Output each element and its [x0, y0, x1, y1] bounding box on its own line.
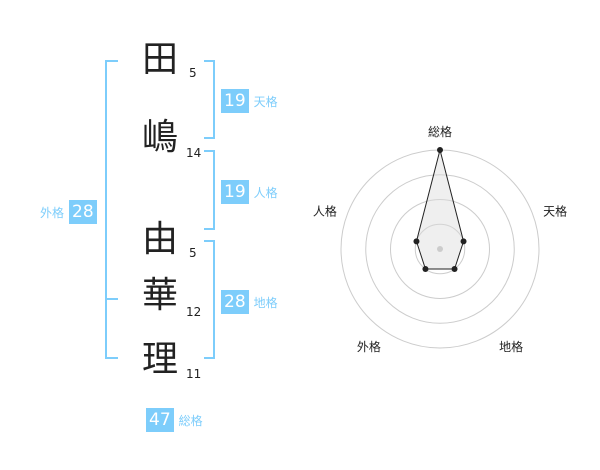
tenkaku-value: 19 [221, 89, 249, 113]
stroke-count-4: 12 [186, 305, 202, 319]
jinkaku-bracket [204, 150, 215, 230]
radar-point-1 [437, 147, 443, 153]
radar-axis-label-2: 天格 [543, 204, 567, 219]
gaikaku-badge: 外格 28 [40, 200, 97, 224]
jinkaku-label: 人格 [253, 185, 278, 200]
name-char-2: 嶋 [141, 117, 178, 158]
radar-ring-2 [390, 199, 490, 299]
stroke-count-2: 14 [186, 146, 202, 160]
radar-point-5 [413, 238, 420, 245]
stroke-count-1: 5 [189, 66, 197, 80]
tenkaku-bracket [204, 60, 215, 139]
stroke-count-3: 5 [189, 246, 197, 260]
soukaku-badge: 47 総格 [146, 408, 203, 432]
radar-point-4 [422, 266, 429, 273]
radar-polygon [415, 149, 465, 270]
radar-point-3 [451, 266, 458, 273]
chikaku-bracket [204, 240, 215, 359]
name-char-3: 由 [141, 219, 178, 260]
chikaku-value: 28 [221, 290, 249, 314]
name-char-1: 田 [141, 39, 178, 80]
soukaku-label: 総格 [178, 413, 203, 428]
radar-center-dot [437, 246, 443, 252]
name-char-5: 理 [141, 339, 178, 380]
name-char-4: 華 [141, 275, 178, 316]
radar-axis-label-4: 外格 [357, 339, 381, 354]
tenkaku-badge: 19 天格 [221, 89, 278, 113]
soukaku-value: 47 [146, 408, 174, 432]
stroke-count-5: 11 [186, 367, 202, 381]
radar-ring-3 [365, 174, 515, 324]
jinkaku-badge: 19 人格 [221, 180, 278, 204]
jinkaku-value: 19 [221, 180, 249, 204]
radar-ring-1 [414, 223, 466, 275]
radar-axis-label-1: 総格 [428, 124, 452, 139]
gaikaku-label: 外格 [40, 205, 65, 220]
radar-axis-label-3: 地格 [499, 339, 523, 354]
radar-axis-label-5: 人格 [313, 204, 337, 219]
tenkaku-label: 天格 [253, 94, 278, 109]
chikaku-badge: 28 地格 [221, 290, 278, 314]
gaikaku-bracket [105, 60, 118, 359]
gaikaku-value: 28 [69, 200, 97, 224]
radar-point-2 [460, 238, 467, 245]
chikaku-label: 地格 [253, 295, 278, 310]
